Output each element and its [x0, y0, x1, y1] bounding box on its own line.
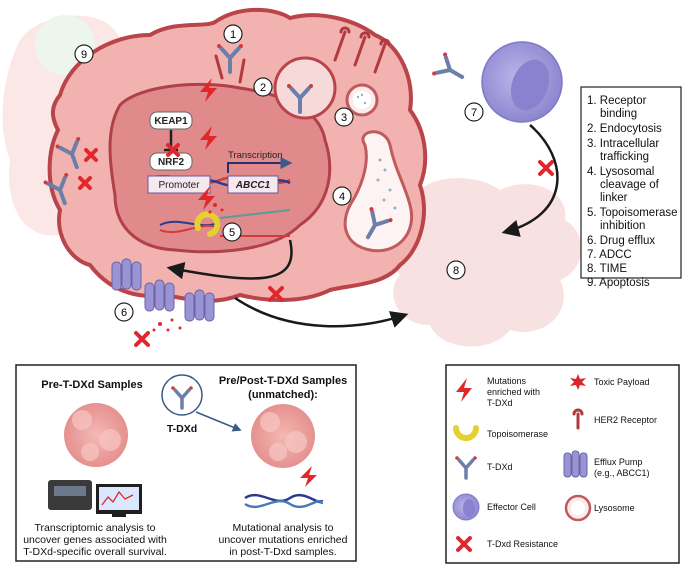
dna-helix-icon — [244, 466, 324, 509]
legend-tdxd: T-DXd — [487, 462, 513, 472]
efflux-pump-icon — [111, 258, 215, 322]
legend-her2: HER2 Receptor — [594, 415, 657, 425]
lysosome-large — [343, 130, 413, 253]
legend-topo-icon — [453, 425, 479, 441]
legend-efflux-2: (e.g., ABCC1) — [594, 468, 650, 478]
legend-lysosome: Lysosome — [594, 503, 635, 513]
legend-mutations-3: T-DXd — [487, 398, 513, 408]
legend-box — [445, 364, 680, 564]
t-dxd-antibody-icon — [43, 44, 465, 240]
svg-text:1. Receptor: 1. Receptor — [587, 95, 647, 107]
payload-dots — [356, 93, 397, 210]
sequencer-icon — [48, 480, 142, 517]
prepost-title-2: (unmatched): — [248, 389, 318, 401]
svg-text:trafficking: trafficking — [600, 151, 649, 163]
t-dxd-study-label: T-DXd — [167, 423, 197, 435]
transcriptomic-line-3: T-DXd-specific overall survival. — [23, 546, 167, 558]
legend-efflux-1: Efflux Pump — [594, 457, 642, 467]
svg-text:8. TIME: 8. TIME — [587, 263, 627, 275]
svg-text:3. Intracellular: 3. Intracellular — [587, 138, 659, 150]
promoter-label: Promoter — [158, 180, 200, 191]
tumor-sample-icon — [64, 403, 128, 467]
svg-text:3: 3 — [341, 112, 347, 124]
pre-samples-title: Pre-T-DXd Samples — [41, 379, 142, 391]
transcriptomic-line-2: uncover genes associated with — [23, 534, 167, 546]
keap1-label: KEAP1 — [154, 116, 188, 127]
svg-text:4. Lysosomal: 4. Lysosomal — [587, 166, 654, 178]
svg-text:5: 5 — [229, 227, 235, 239]
keap1-box — [149, 111, 193, 130]
svg-text:linker: linker — [600, 192, 628, 204]
legend-mutations-1: Mutations — [487, 376, 527, 386]
legend-tdxd-icon — [455, 456, 477, 480]
legend-toxic: Toxic Payload — [594, 377, 650, 387]
svg-text:9: 9 — [81, 49, 87, 61]
effector-cell-icon — [481, 41, 563, 123]
abcc1-box — [227, 175, 279, 194]
steps-box — [580, 86, 682, 279]
svg-text:8: 8 — [453, 265, 459, 277]
resistance-icon — [78, 143, 554, 347]
legend-mutation-icon — [456, 378, 472, 402]
mutational-line-3: in post-T-Dxd samples. — [229, 546, 336, 558]
mutation-icon — [198, 78, 217, 210]
legend-resistance: T-Dxd Resistance — [487, 539, 558, 549]
transcription-label: Transcription — [228, 150, 283, 161]
svg-text:inhibition: inhibition — [600, 220, 645, 232]
svg-text:1: 1 — [230, 29, 236, 41]
legend-topo: Topoisomerase — [487, 429, 548, 439]
svg-text:binding: binding — [600, 108, 637, 120]
legend-effector-icon — [452, 493, 480, 521]
svg-text:2: 2 — [260, 82, 266, 94]
transcription-arrow — [227, 157, 293, 173]
t-dxd-study-icon — [171, 386, 193, 410]
step-markers: 1 2 3 4 5 6 7 8 9 — [74, 24, 484, 322]
prepost-title-1: Pre/Post-T-DXd Samples — [219, 375, 347, 387]
abcc1-label: ABCC1 — [235, 180, 271, 191]
legend-efflux-icon — [563, 450, 588, 478]
svg-text:4: 4 — [339, 191, 345, 203]
steps-list: 1. Receptor binding 2. Endocytosis 3. In… — [587, 95, 678, 275]
time-arrow — [234, 296, 409, 328]
svg-text:6: 6 — [121, 307, 127, 319]
promoter-box — [147, 175, 211, 194]
tumor-sample-post-icon — [251, 404, 315, 468]
transcriptomic-line-1: Transcriptomic analysis to — [35, 522, 156, 534]
nrf2-label: NRF2 — [158, 157, 185, 168]
svg-text:7: 7 — [471, 107, 477, 119]
adcc-arrow — [501, 124, 559, 237]
t-dxd-circle — [161, 374, 203, 416]
svg-text:6. Drug efflux: 6. Drug efflux — [587, 235, 655, 247]
svg-text:cleavage of: cleavage of — [600, 179, 660, 191]
svg-text:2. Endocytosis: 2. Endocytosis — [587, 123, 662, 135]
her2-receptor-icon — [214, 26, 391, 84]
legend-lysosome-icon — [564, 494, 592, 522]
efflux-arrow — [166, 239, 293, 280]
mutational-line-2: uncover mutations enriched — [219, 534, 348, 546]
endosome — [273, 56, 337, 120]
legend-effector: Effector Cell — [487, 502, 536, 512]
legend-toxic-icon — [570, 374, 586, 390]
study-arrow — [195, 411, 242, 432]
toxic-payload-icon — [152, 203, 224, 332]
legend-mutations-2: enriched with — [487, 387, 540, 397]
legend-her2-icon — [572, 408, 584, 430]
step-9-label: 9. Apoptosis — [587, 277, 650, 289]
svg-text:5. Topoisomerase: 5. Topoisomerase — [587, 207, 678, 219]
mutational-line-1: Mutational analysis to — [233, 522, 334, 534]
legend-resistance-icon — [456, 536, 472, 552]
svg-text:7. ADCC: 7. ADCC — [587, 249, 632, 261]
